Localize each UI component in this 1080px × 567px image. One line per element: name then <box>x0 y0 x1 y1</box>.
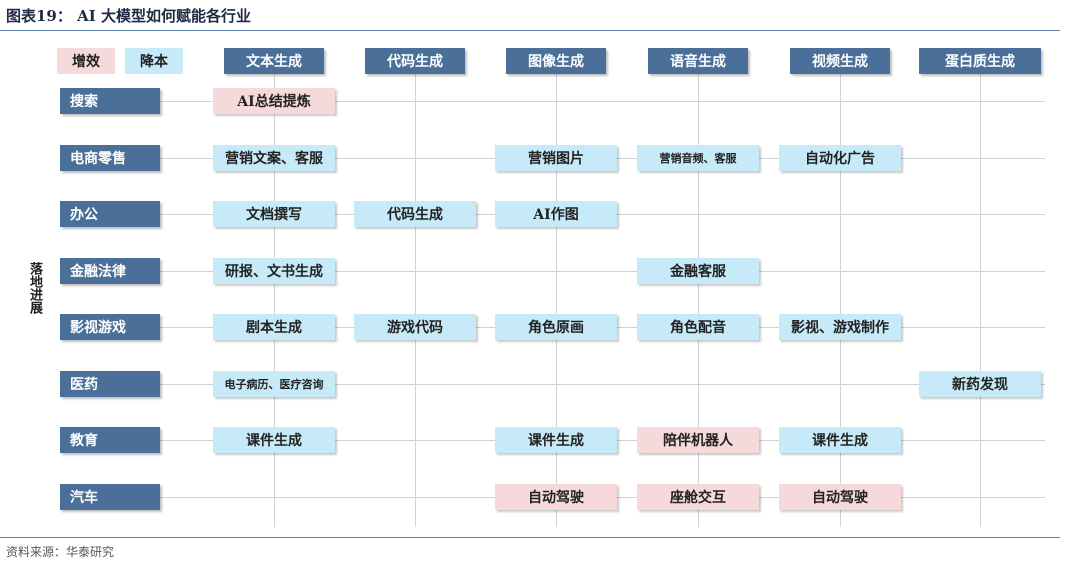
grid-line-vertical <box>698 74 699 527</box>
matrix-cell: 角色配音 <box>637 314 759 340</box>
title-divider <box>0 30 1060 31</box>
matrix-cell: 金融客服 <box>637 258 759 284</box>
column-header: 文本生成 <box>224 48 324 74</box>
matrix-cell: 陪伴机器人 <box>637 427 759 453</box>
side-label: 落地进展 <box>27 262 42 314</box>
grid-line-vertical <box>556 74 557 527</box>
matrix-cell: 自动化广告 <box>779 145 901 171</box>
matrix-cell: 座舱交互 <box>637 484 759 510</box>
source-note: 资料来源：华泰研究 <box>6 545 115 559</box>
row-header: 医药 <box>60 371 160 397</box>
row-header: 办公 <box>60 201 160 227</box>
row-header: 汽车 <box>60 484 160 510</box>
grid-line-vertical <box>840 74 841 527</box>
grid-line-vertical <box>415 74 416 527</box>
row-header: 影视游戏 <box>60 314 160 340</box>
matrix-cell: 新药发现 <box>919 371 1041 397</box>
column-header: 视频生成 <box>790 48 890 74</box>
matrix-cell: 代码生成 <box>354 201 476 227</box>
matrix-cell: 电子病历、医疗咨询 <box>213 371 335 397</box>
figure-title: 图表19： AI 大模型如何赋能各行业 <box>6 7 251 25</box>
matrix-cell: AI作图 <box>495 201 617 227</box>
legend-increase: 增效 <box>57 48 115 74</box>
grid-line-horizontal <box>160 101 1045 102</box>
matrix-cell: 自动驾驶 <box>495 484 617 510</box>
matrix-cell: 课件生成 <box>495 427 617 453</box>
grid-line-horizontal <box>160 384 1045 385</box>
column-header: 蛋白质生成 <box>919 48 1041 74</box>
matrix-cell: 营销文案、客服 <box>213 145 335 171</box>
row-header: 搜索 <box>60 88 160 114</box>
matrix-cell: 课件生成 <box>779 427 901 453</box>
grid-line-horizontal <box>160 271 1045 272</box>
legend-reduce: 降本 <box>125 48 183 74</box>
matrix-cell: 自动驾驶 <box>779 484 901 510</box>
matrix-cell: 游戏代码 <box>354 314 476 340</box>
grid-line-vertical <box>274 74 275 527</box>
matrix-cell: 研报、文书生成 <box>213 258 335 284</box>
bottom-divider <box>0 537 1060 538</box>
column-header: 图像生成 <box>506 48 606 74</box>
row-header: 教育 <box>60 427 160 453</box>
row-header: 金融法律 <box>60 258 160 284</box>
matrix-cell: 角色原画 <box>495 314 617 340</box>
matrix-cell: 影视、游戏制作 <box>779 314 901 340</box>
matrix-cell: 营销音频、客服 <box>637 145 759 171</box>
matrix-cell: 文档撰写 <box>213 201 335 227</box>
grid-line-vertical <box>980 74 981 527</box>
matrix-cell: AI总结提炼 <box>213 88 335 114</box>
column-header: 代码生成 <box>365 48 465 74</box>
row-header: 电商零售 <box>60 145 160 171</box>
matrix-cell: 剧本生成 <box>213 314 335 340</box>
matrix-cell: 课件生成 <box>213 427 335 453</box>
matrix-cell: 营销图片 <box>495 145 617 171</box>
column-header: 语音生成 <box>648 48 748 74</box>
